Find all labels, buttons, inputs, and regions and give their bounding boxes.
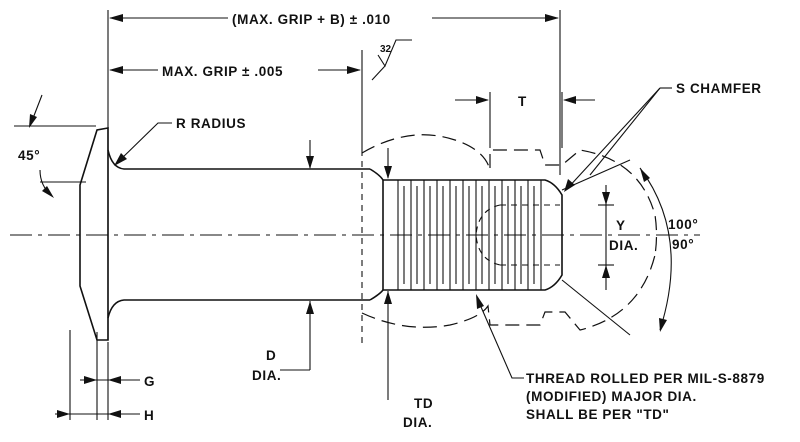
arrow-arc-top xyxy=(640,168,650,182)
arrow-h-right xyxy=(108,410,121,418)
arrow-grip-left xyxy=(109,66,123,74)
arrow-y-bottom xyxy=(602,265,610,278)
arrow-d-bottom xyxy=(306,301,314,314)
arrow-t-left xyxy=(476,96,489,104)
arrow-grip-b-left xyxy=(109,14,123,22)
thread-end-recess xyxy=(475,204,501,266)
thread-roots xyxy=(403,186,535,284)
thread-crests xyxy=(397,180,542,290)
bolt-head xyxy=(79,127,109,341)
label-r-radius: R RADIUS xyxy=(176,116,246,131)
label-d-dia: DIA. xyxy=(252,368,281,383)
label-90: 90° xyxy=(672,237,694,252)
leader-r-radius xyxy=(117,122,172,163)
label-y: Y xyxy=(616,218,626,233)
leader-s-chamfer-2 xyxy=(589,87,661,176)
label-td: TD xyxy=(414,396,433,411)
arrow-thread-note xyxy=(476,294,484,309)
label-max-grip-b: (MAX. GRIP + B) ± .010 xyxy=(232,12,391,27)
label-d: D xyxy=(266,348,276,363)
label-max-grip: MAX. GRIP ± .005 xyxy=(162,64,283,79)
arrow-r-radius xyxy=(114,153,127,166)
bolt-shank xyxy=(107,149,370,319)
leader-thread-note xyxy=(477,299,524,379)
label-100: 100° xyxy=(668,217,698,232)
arrow-t-right xyxy=(563,96,576,104)
arrow-d-top xyxy=(306,156,314,169)
arrow-h-left xyxy=(57,410,70,418)
label-45: 45° xyxy=(18,148,40,163)
arrow-45-top xyxy=(29,114,37,128)
arrow-g-right xyxy=(108,376,121,384)
arrow-g-left xyxy=(84,376,97,384)
arrow-y-top xyxy=(602,192,610,205)
finish-leader xyxy=(371,65,386,81)
label-g: G xyxy=(144,374,155,389)
label-h: H xyxy=(144,408,154,423)
label-thread-note-1: THREAD ROLLED PER MIL-S-8879 xyxy=(526,371,765,386)
arrow-45-bottom xyxy=(42,186,54,198)
label-y-dia: DIA. xyxy=(609,238,638,253)
leader-s-chamfer xyxy=(565,87,661,191)
arrow-td-top xyxy=(384,166,392,179)
label-td-dia: DIA. xyxy=(403,415,432,430)
arrow-grip-b-right xyxy=(545,14,559,22)
label-finish: 32 xyxy=(380,44,392,55)
collar-phantom-top xyxy=(361,134,658,256)
label-thread-note-3: SHALL BE PER "TD" xyxy=(526,407,670,422)
arc-100-90 xyxy=(639,167,672,331)
arrow-arc-bottom xyxy=(659,318,667,332)
finish-symbol xyxy=(377,39,412,68)
label-thread-note-2: (MODIFIED) MAJOR DIA. xyxy=(526,389,697,404)
arrow-grip-right xyxy=(347,66,361,74)
label-s-chamfer: S CHAMFER xyxy=(676,81,762,96)
ext-line-angle-bottom xyxy=(561,279,631,336)
collar-phantom-bottom xyxy=(361,254,656,331)
label-t: T xyxy=(518,94,527,109)
thread-outline xyxy=(382,179,563,291)
arrow-td-bottom xyxy=(384,291,392,304)
arrow-s-chamfer xyxy=(564,179,575,192)
ext-line-angle-top xyxy=(561,159,631,191)
